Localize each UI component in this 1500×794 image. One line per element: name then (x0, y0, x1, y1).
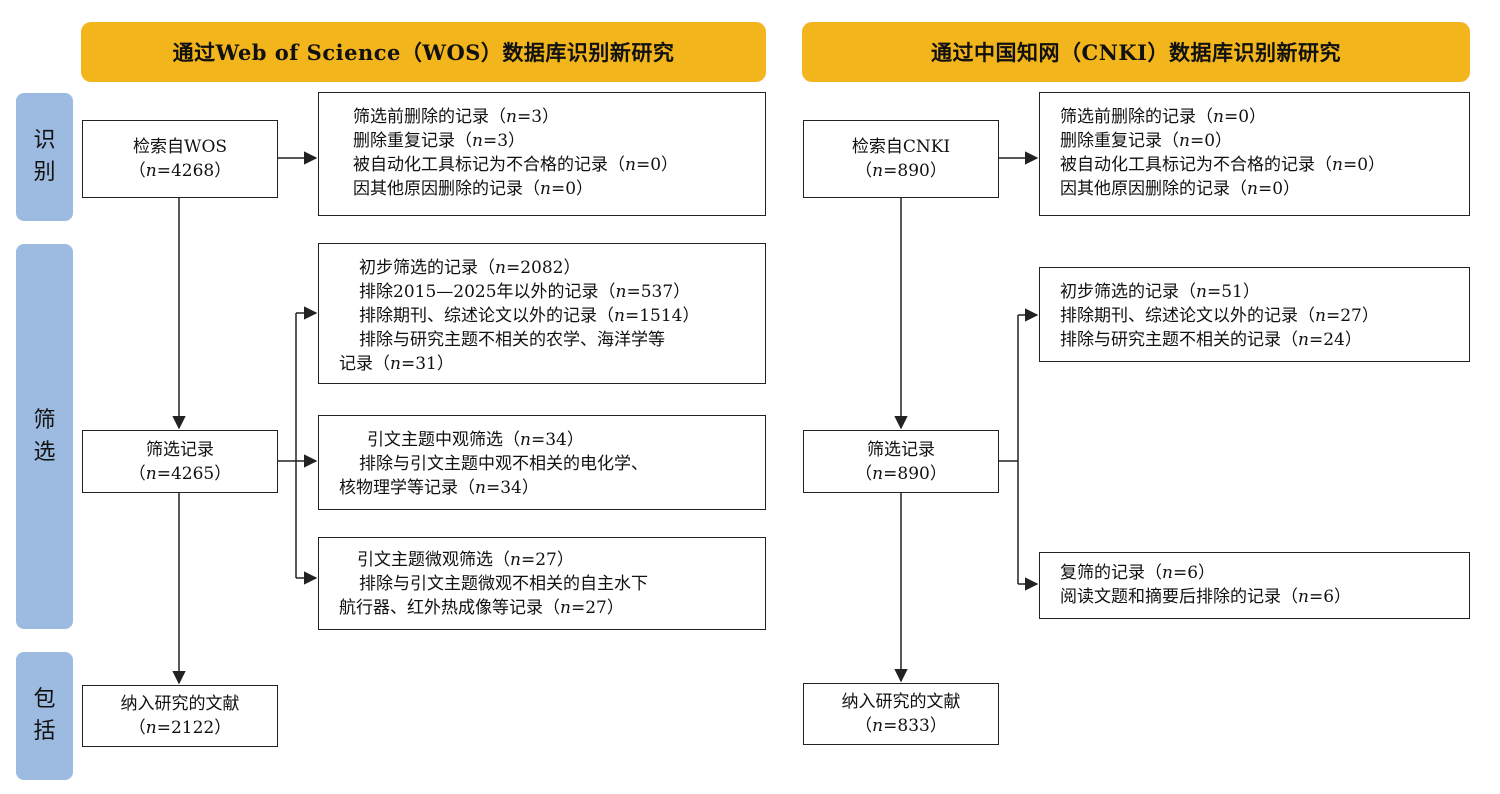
cnki-header: 通过中国知网（CNKI）数据库识别新研究 (802, 22, 1470, 82)
cnki-retrieved-box: 检索自CNKI （n=890） (803, 120, 999, 198)
wos-header: 通过Web of Science（WOS）数据库识别新研究 (81, 22, 766, 82)
wos-micro-line-2: 排除与引文主题微观不相关的自主水下 (359, 574, 648, 594)
wos-screened-box: 筛选记录 （n=4265） (82, 430, 278, 493)
wos-retrieved-label: 检索自WOS (132, 137, 228, 157)
wos-branch-trunk (277, 313, 297, 578)
cnki-rescreen-line-1: 复筛的记录（n=6） (1060, 563, 1216, 583)
stage-screen-char-1: 筛 (33, 407, 56, 433)
wos-included-label: 纳入研究的文献 (120, 694, 240, 714)
wos-meso-line-3: 核物理学等记录（n=34） (339, 478, 539, 498)
wos-removed-line-1: 筛选前删除的记录（n=3） (353, 107, 560, 127)
cnki-initial-line-1: 初步筛选的记录（n=51） (1060, 282, 1260, 302)
wos-removed-line-2: 删除重复记录（n=3） (353, 131, 526, 151)
cnki-removed-line-3: 被自动化工具标记为不合格的记录（n=0） (1060, 155, 1386, 175)
wos-included-box: 纳入研究的文献 （n=2122） (82, 685, 278, 747)
cnki-included-count: （n=833） (855, 716, 947, 736)
wos-included-count: （n=2122） (128, 718, 232, 738)
cnki-rescreen-box: 复筛的记录（n=6） 阅读文题和摘要后排除的记录（n=6） (1039, 552, 1470, 619)
wos-meso-line-1: 引文主题中观筛选（n=34） (367, 430, 584, 450)
stage-identify-char-1: 识 (33, 128, 56, 153)
cnki-rescreen-line-2: 阅读文题和摘要后排除的记录（n=6） (1060, 587, 1352, 607)
cnki-removed-box: 筛选前删除的记录（n=0） 删除重复记录（n=0） 被自动化工具标记为不合格的记… (1039, 92, 1470, 216)
wos-screened-count: （n=4265） (128, 463, 232, 484)
cnki-retrieved-count: （n=890） (855, 161, 947, 181)
wos-meso-line-2: 排除与引文主题中观不相关的电化学、 (359, 454, 648, 474)
wos-removed-line-4: 因其他原因删除的记录（n=0） (353, 179, 594, 199)
cnki-removed-line-2: 删除重复记录（n=0） (1060, 131, 1233, 151)
cnki-removed-line-1: 筛选前删除的记录（n=0） (1060, 107, 1267, 127)
cnki-screened-box: 筛选记录 （n=890） (803, 430, 999, 493)
wos-screened-label: 筛选记录 (146, 439, 214, 460)
cnki-initial-line-2: 排除期刊、综述论文以外的记录（n=27） (1060, 306, 1379, 326)
wos-micro-line-3: 航行器、红外热成像等记录（n=27） (339, 598, 624, 618)
wos-initial-line-4: 排除与研究主题不相关的农学、海洋学等 (359, 330, 665, 350)
cnki-initial-screen-box: 初步筛选的记录（n=51） 排除期刊、综述论文以外的记录（n=27） 排除与研究… (1039, 267, 1470, 362)
cnki-branch-trunk (998, 315, 1019, 584)
wos-initial-line-1: 初步筛选的记录（n=2082） (359, 258, 581, 278)
cnki-retrieved-label: 检索自CNKI (851, 137, 951, 157)
cnki-screened-label: 筛选记录 (867, 439, 935, 460)
wos-initial-line-5: 记录（n=31） (339, 354, 454, 374)
stage-identify-char-2: 别 (33, 160, 56, 185)
wos-initial-line-2: 排除2015—2025年以外的记录（n=537） (359, 282, 691, 302)
wos-initial-line-3: 排除期刊、综述论文以外的记录（n=1514） (359, 306, 700, 326)
stage-screen: 筛 选 (16, 244, 73, 629)
wos-retrieved-box: 检索自WOS （n=4268） (82, 120, 278, 198)
stage-screen-char-2: 选 (33, 439, 56, 465)
stage-identify: 识 别 (16, 93, 73, 221)
cnki-initial-line-3: 排除与研究主题不相关的记录（n=24） (1060, 330, 1362, 350)
cnki-removed-line-4: 因其他原因删除的记录（n=0） (1060, 179, 1301, 199)
stage-include: 包 括 (16, 652, 73, 780)
stage-include-char-1: 包 (33, 687, 56, 712)
stage-include-char-2: 括 (33, 719, 56, 744)
wos-initial-screen-box: 初步筛选的记录（n=2082） 排除2015—2025年以外的记录（n=537）… (318, 243, 766, 384)
wos-micro-line-1: 引文主题微观筛选（n=27） (357, 550, 574, 570)
wos-retrieved-count: （n=4268） (128, 161, 232, 181)
wos-meso-screen-box: 引文主题中观筛选（n=34） 排除与引文主题中观不相关的电化学、 核物理学等记录… (318, 415, 766, 510)
wos-removed-line-3: 被自动化工具标记为不合格的记录（n=0） (353, 155, 679, 175)
cnki-included-label: 纳入研究的文献 (841, 692, 961, 712)
cnki-screened-count: （n=890） (855, 463, 947, 484)
wos-micro-screen-box: 引文主题微观筛选（n=27） 排除与引文主题微观不相关的自主水下 航行器、红外热… (318, 537, 766, 630)
wos-removed-box: 筛选前删除的记录（n=3） 删除重复记录（n=3） 被自动化工具标记为不合格的记… (318, 92, 766, 216)
cnki-included-box: 纳入研究的文献 （n=833） (803, 683, 999, 745)
